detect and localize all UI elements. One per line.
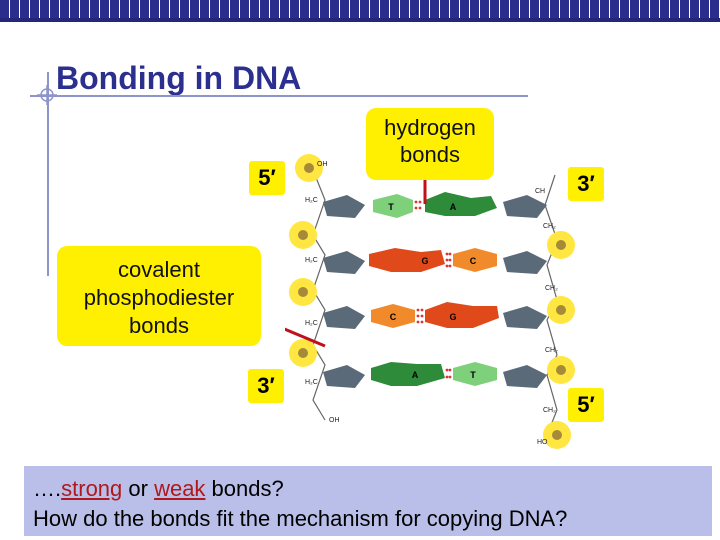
title-horizontal-rule <box>30 95 528 97</box>
sugar-right-1 <box>503 195 547 218</box>
hydrogen-line2: bonds <box>400 142 460 167</box>
end-label-5-prime-bottom: 5′ <box>568 388 604 422</box>
ch2-label-3: CH₂ <box>545 347 558 354</box>
phosphate-group-right-4 <box>543 421 571 449</box>
h2c-label-3: H₂C <box>305 320 318 327</box>
question-line-1: ….strong or weak bonds? <box>33 476 284 502</box>
base-label-left-3: C <box>390 312 397 322</box>
end-label-3-prime-top: 3′ <box>568 167 604 201</box>
base-label-right-2: C <box>470 256 477 266</box>
ch2-label-4: CH₂ <box>543 407 556 414</box>
base-g-3 <box>425 302 499 328</box>
covalent-bonds-callout: covalent phosphodiester bonds <box>57 246 261 346</box>
hydrogen-bonds-callout: hydrogen bonds <box>366 108 494 180</box>
base-label-left-1: T <box>388 202 394 212</box>
sugar-right-2 <box>503 251 547 274</box>
sugar-right-3 <box>503 306 547 329</box>
question-box <box>24 466 712 536</box>
question-prefix: …. <box>33 476 62 501</box>
sugar-left-1 <box>323 195 365 218</box>
title-vertical-rule <box>47 72 49 276</box>
base-a-4 <box>371 362 445 386</box>
phosphate-group-left-2 <box>289 221 317 249</box>
oh-label-bottom: OH <box>329 417 340 424</box>
end-label-5-prime-top: 5′ <box>249 161 285 195</box>
base-a-1 <box>425 192 497 216</box>
ch-label-top: CH <box>535 188 545 195</box>
base-t-4 <box>453 362 497 386</box>
base-label-right-4: T <box>470 370 476 380</box>
base-label-right-1: A <box>450 202 457 212</box>
top-decorative-bar <box>0 0 720 22</box>
dna-structure-diagram: T A G C C G A T OH CH H₂C CH₂ H₂C CH₂ H₂… <box>285 154 575 449</box>
base-c-2 <box>453 248 497 272</box>
hydrogen-line1: hydrogen <box>384 115 476 140</box>
h2c-label-1: H₂C <box>305 197 318 204</box>
base-c-3 <box>371 304 415 328</box>
sugar-left-4 <box>323 365 365 388</box>
end-label-3-prime-bottom: 3′ <box>248 369 284 403</box>
phosphate-group-left-3 <box>289 278 317 306</box>
base-label-left-2: G <box>421 256 428 266</box>
or-word: or <box>122 476 155 501</box>
ch2-label-1: CH₂ <box>543 223 556 230</box>
base-t-1 <box>373 194 413 218</box>
base-label-right-3: G <box>449 312 456 322</box>
sugar-right-4 <box>503 365 547 388</box>
strong-word: strong <box>61 476 123 501</box>
ho-label-bottom: HO <box>537 439 548 446</box>
sugar-left-2 <box>323 251 365 274</box>
phosphate-group-right-3 <box>547 356 575 384</box>
question-line-2: How do the bonds fit the mechanism for c… <box>33 506 568 531</box>
sugar-left-3 <box>323 306 365 329</box>
covalent-line1: covalent <box>118 257 200 282</box>
weak-word: weak <box>154 476 206 501</box>
slide-title: Bonding in DNA <box>56 60 302 96</box>
base-label-left-4: A <box>412 370 419 380</box>
top-bar-underline <box>0 18 720 22</box>
question-suffix: bonds? <box>205 476 284 501</box>
phosphate-group-right-2 <box>547 296 575 324</box>
covalent-line3: bonds <box>129 313 189 338</box>
h2c-label-2: H₂C <box>305 257 318 264</box>
phosphate-group-left-4 <box>289 339 317 367</box>
covalent-pointer-line <box>285 327 326 348</box>
ch2-label-2: CH₂ <box>545 285 558 292</box>
base-g-2 <box>369 248 445 272</box>
covalent-line2: phosphodiester <box>83 285 235 310</box>
crosshair-icon <box>37 85 57 105</box>
phosphate-group-right-1 <box>547 231 575 259</box>
phosphate-group-left-1 <box>295 154 323 182</box>
h2c-label-4: H₂C <box>305 379 318 386</box>
oh-label-top: OH <box>317 161 328 168</box>
hydrogen-bond-dots <box>414 200 452 379</box>
